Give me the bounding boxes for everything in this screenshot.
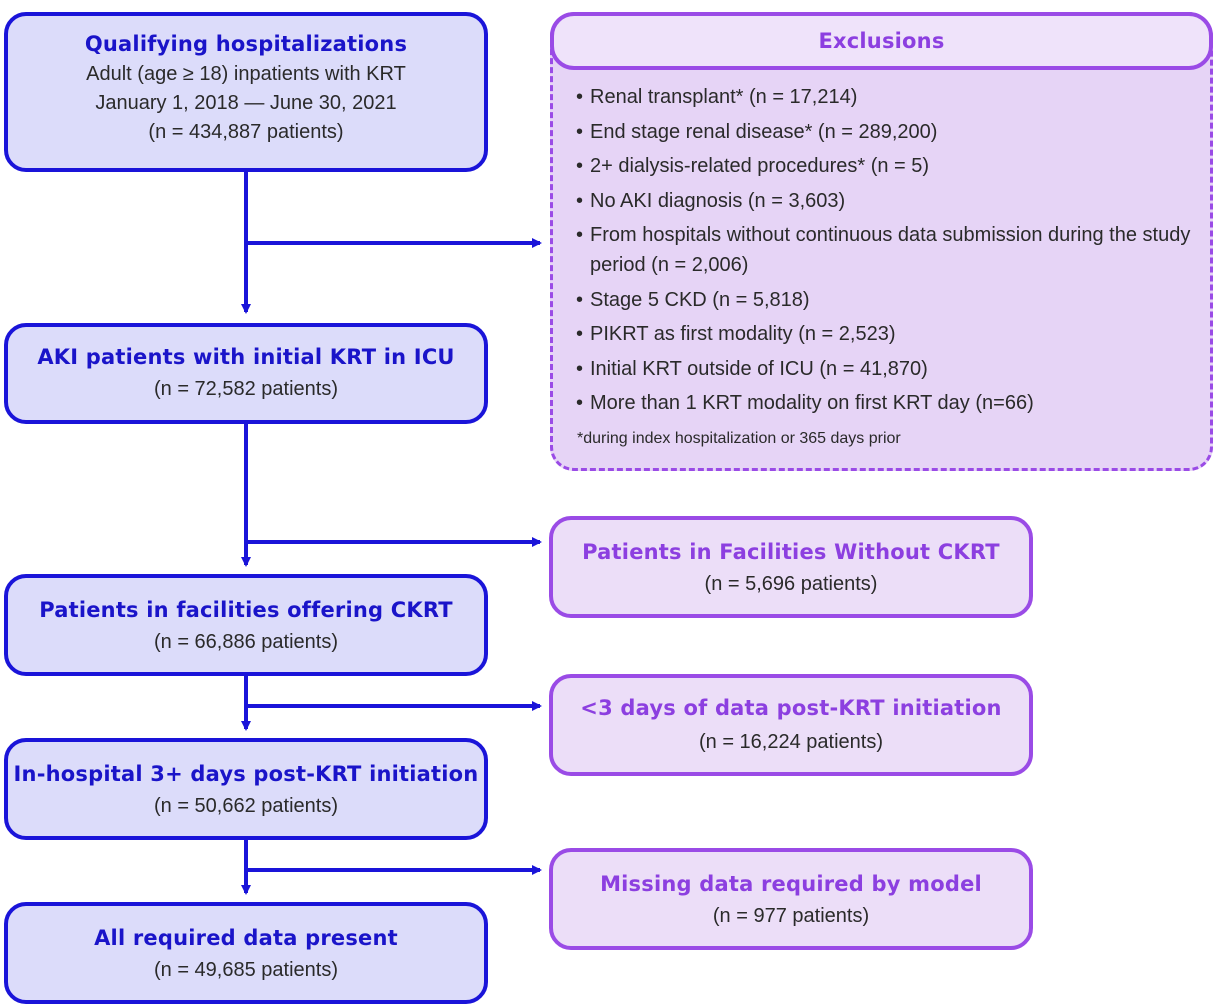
exclusion-item: 2+ dialysis-related procedures* (n = 5)	[576, 151, 1201, 181]
box-count: (n = 49,685 patients)	[153, 959, 338, 981]
box-title: Qualifying hospitalizations	[84, 32, 408, 56]
box-line: January 1, 2018 — June 30, 2021	[95, 92, 397, 114]
box-title: Patients in Facilities Without CKRT	[582, 540, 1000, 564]
box-count: (n = 50,662 patients)	[153, 795, 338, 817]
exclusion-list: Renal transplant* (n = 17,214) End stage…	[576, 82, 1201, 423]
box-count: (n = 16,224 patients)	[698, 731, 883, 753]
all-required-data-box: All required data present (n = 49,685 pa…	[4, 902, 488, 1004]
exclusion-item: End stage renal disease* (n = 289,200)	[576, 117, 1201, 147]
exclusion-item: PIKRT as first modality (n = 2,523)	[576, 319, 1201, 349]
box-line: Adult (age ≥ 18) inpatients with KRT	[86, 63, 406, 85]
missing-data-box: Missing data required by model (n = 977 …	[549, 848, 1033, 950]
box-title: Patients in facilities offering CKRT	[39, 598, 453, 622]
exclusions-title: Exclusions	[818, 29, 945, 53]
facilities-ckrt-box: Patients in facilities offering CKRT (n …	[4, 574, 488, 676]
exclusion-footnote: *during index hospitalization or 365 day…	[577, 430, 901, 447]
box-title: AKI patients with initial KRT in ICU	[37, 345, 455, 369]
exclusion-item: Renal transplant* (n = 17,214)	[576, 82, 1201, 112]
box-title: Missing data required by model	[600, 872, 982, 896]
box-count: (n = 434,887 patients)	[148, 121, 344, 143]
box-count: (n = 977 patients)	[712, 905, 870, 927]
box-count: (n = 72,582 patients)	[153, 378, 338, 400]
no-ckrt-facilities-box: Patients in Facilities Without CKRT (n =…	[549, 516, 1033, 618]
exclusion-item: From hospitals without continuous data s…	[576, 220, 1201, 280]
in-hospital-3-days-box: In-hospital 3+ days post-KRT initiation …	[4, 738, 488, 840]
box-title: <3 days of data post-KRT initiation	[580, 696, 1002, 720]
exclusion-item: Stage 5 CKD (n = 5,818)	[576, 285, 1201, 315]
exclusion-item: Initial KRT outside of ICU (n = 41,870)	[576, 354, 1201, 384]
exclusions-header: Exclusions	[550, 12, 1213, 70]
exclusion-item: More than 1 KRT modality on first KRT da…	[576, 388, 1201, 418]
short-data-box: <3 days of data post-KRT initiation (n =…	[549, 674, 1033, 776]
box-title: In-hospital 3+ days post-KRT initiation	[13, 762, 479, 786]
box-count: (n = 5,696 patients)	[704, 573, 878, 595]
box-title: All required data present	[94, 926, 398, 950]
exclusion-item: No AKI diagnosis (n = 3,603)	[576, 186, 1201, 216]
aki-icu-box: AKI patients with initial KRT in ICU (n …	[4, 323, 488, 424]
box-count: (n = 66,886 patients)	[153, 631, 338, 653]
qualifying-hospitalizations-box: Qualifying hospitalizations Adult (age ≥…	[4, 12, 488, 172]
